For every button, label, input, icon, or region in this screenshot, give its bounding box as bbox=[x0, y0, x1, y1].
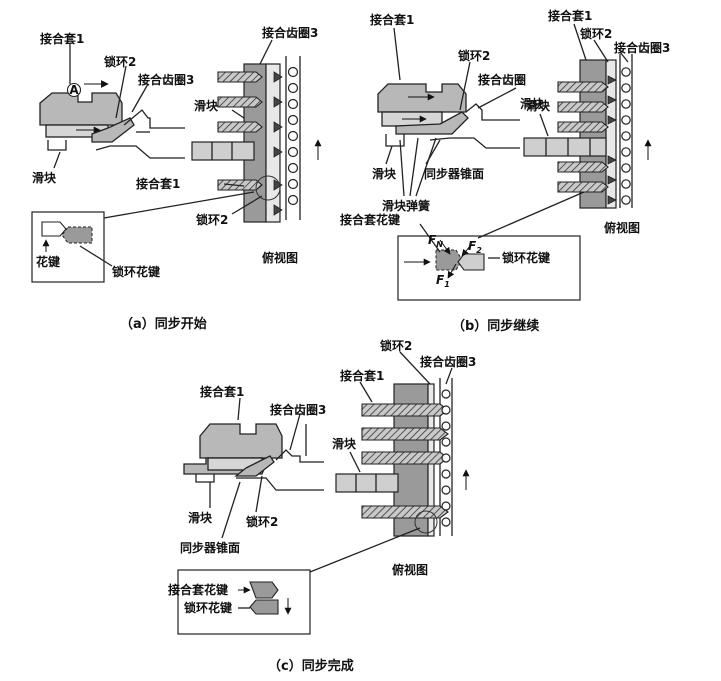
panel-b-ring bbox=[395, 111, 469, 135]
panel-b-label-spring: 滑块弹簧 bbox=[382, 198, 430, 213]
panel-a-marker: A bbox=[69, 83, 79, 97]
panel-c-label-ring-spline: 锁环花键 bbox=[184, 600, 232, 615]
panel-b-label-slider: 滑块 bbox=[520, 96, 545, 111]
panel-a-inset bbox=[31, 191, 255, 283]
panel-c-label-slider-top: 滑块 bbox=[332, 436, 357, 451]
panel-a-gear bbox=[123, 109, 185, 129]
panel-a-section: A bbox=[39, 43, 185, 169]
panel-c-label-slider: 滑块 bbox=[188, 510, 213, 525]
panel-a-label-ring-top: 锁环2 bbox=[196, 212, 228, 227]
panel-c-label-cone: 同步器锥面 bbox=[180, 540, 240, 555]
panel-b-caption: （b）同步继续 bbox=[452, 318, 539, 334]
panel-a-label-ring-spline: 锁环花键 bbox=[112, 264, 160, 279]
panel-b-label-slider-top: 滑块 bbox=[526, 98, 551, 113]
panel-b-inset bbox=[397, 191, 585, 301]
panel-a-ring bbox=[91, 117, 135, 143]
panel-c-label-sleeve-top: 接合套1 bbox=[340, 368, 384, 383]
panel-b-label-sleeve-top: 接合套1 bbox=[548, 8, 592, 23]
panel-b-label-ring-spline: 锁环花键 bbox=[502, 250, 550, 265]
panel-c-inset bbox=[177, 527, 421, 635]
panel-c-caption: （c）同步完成 bbox=[268, 658, 354, 674]
panel-c-section bbox=[183, 397, 324, 539]
panel-c-topview bbox=[335, 351, 470, 537]
panel-c-ring bbox=[234, 455, 275, 477]
panel-c-sleeve bbox=[199, 423, 283, 459]
panel-a-caption: （a）同步开始 bbox=[120, 316, 207, 332]
panel-b-gear bbox=[465, 103, 520, 121]
panel-b-label-f2: F2 bbox=[468, 239, 482, 255]
panel-b-section bbox=[377, 27, 520, 197]
panel-b-label-fn: FN bbox=[428, 233, 443, 249]
panel-a-label-gear-top: 接合齿圈3 bbox=[262, 25, 318, 40]
panel-b-label-f1: F1 bbox=[436, 273, 450, 289]
panel-b-label-gear: 接合齿圈 bbox=[478, 72, 526, 87]
panel-b-label-topview: 俯视图 bbox=[604, 220, 640, 235]
panel-c-label-gear: 接合齿圈3 bbox=[270, 402, 326, 417]
panel-c-label-gear-top: 接合齿圈3 bbox=[420, 354, 476, 369]
panel-c-label-sleeve-spline: 接合套花键 bbox=[168, 582, 228, 597]
panel-b-label-gear-top: 接合齿圈3 bbox=[614, 40, 670, 55]
panel-a-sleeve-teeth bbox=[217, 71, 263, 191]
panel-b-label-ring: 锁环2 bbox=[458, 48, 490, 63]
panel-a-label-topview: 俯视图 bbox=[262, 250, 298, 265]
panel-b-label-sleeve-spline: 接合套花键 bbox=[340, 212, 400, 227]
panel-c-label-sleeve: 接合套1 bbox=[200, 384, 244, 399]
panel-a-label-slider: 滑块 bbox=[32, 170, 57, 185]
panel-a-sleeve bbox=[39, 92, 123, 126]
panel-a-topview bbox=[191, 39, 322, 223]
panel-c-label-topview: 俯视图 bbox=[392, 562, 428, 577]
panel-b-label-sleeve: 接合套1 bbox=[370, 12, 414, 27]
panel-a-label-sleeve: 接合套1 bbox=[40, 31, 84, 46]
panel-b-label-cone: 同步器锥面 bbox=[424, 166, 484, 181]
panel-b-label-ring-top: 锁环2 bbox=[580, 26, 612, 41]
panel-b-topview bbox=[523, 23, 652, 209]
panel-a-label-sleeve-top: 接合套1 bbox=[136, 176, 180, 191]
panel-c-gear bbox=[275, 449, 324, 463]
panel-a-label-slider-top: 滑块 bbox=[194, 98, 219, 113]
panel-a-label-spline: 花键 bbox=[36, 254, 60, 269]
panel-c-label-ring-top: 锁环2 bbox=[380, 338, 412, 353]
panel-a-label-ring: 锁环2 bbox=[104, 54, 136, 69]
panel-a-label-gear: 接合齿圈3 bbox=[138, 72, 194, 87]
panel-b-sleeve bbox=[377, 83, 467, 113]
panel-b-label-slider2: 滑块 bbox=[372, 166, 397, 181]
panel-c-label-ring: 锁环2 bbox=[246, 514, 278, 529]
